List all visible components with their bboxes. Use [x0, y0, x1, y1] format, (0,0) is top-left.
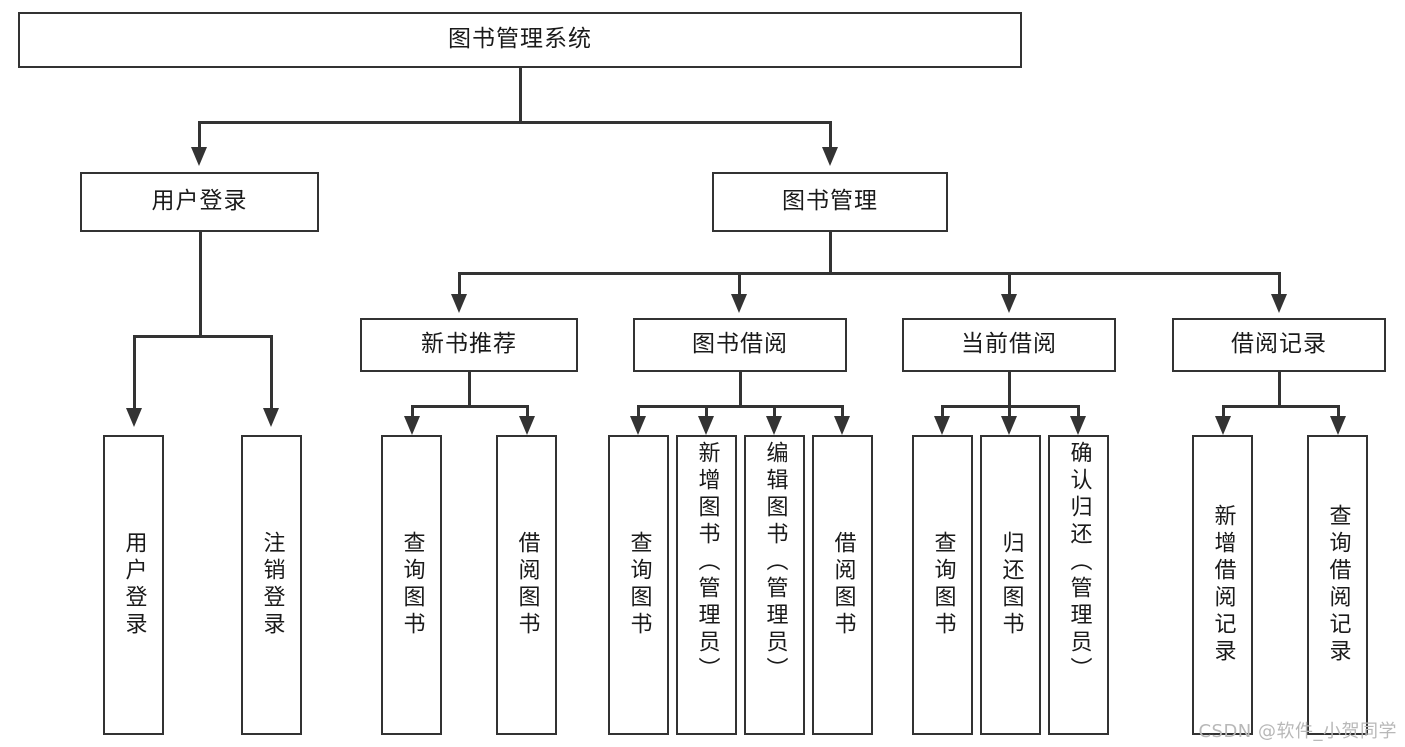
connector-user-login-stem	[199, 232, 202, 336]
node-current-borrow-label: 当前借阅	[961, 331, 1057, 358]
connector-nbr-drop-2	[526, 405, 529, 417]
node-root-label: 图书管理系统	[448, 26, 592, 53]
leaf-confirm-return-label: 确认归还（管理员）	[1066, 441, 1092, 684]
arrowhead-leaf-borrow-book-2	[834, 416, 850, 435]
leaf-add-record[interactable]: 新增借阅记录	[1192, 435, 1253, 735]
node-user-login[interactable]: 用户登录	[80, 172, 319, 232]
connector-user-login-drop-2	[270, 335, 273, 409]
arrowhead-leaf-user-login	[126, 408, 142, 427]
node-book-manage-label: 图书管理	[782, 188, 878, 215]
leaf-query-book-2-label: 查询图书	[626, 531, 652, 639]
arrowhead-leaf-query-book-2	[630, 416, 646, 435]
connector-book-manage-stem	[829, 232, 832, 273]
connector-nbr-drop-1	[411, 405, 414, 417]
node-root[interactable]: 图书管理系统	[18, 12, 1022, 68]
connector-user-login-drop-1	[133, 335, 136, 409]
arrowhead-user-login	[191, 147, 207, 166]
connector-book-manage-bus	[458, 272, 1280, 275]
arrowhead-leaf-return-book	[1001, 416, 1017, 435]
connector-nbr-stem	[468, 372, 471, 406]
arrowhead-new-book-recommend	[451, 294, 467, 313]
arrowhead-current-borrow	[1001, 294, 1017, 313]
leaf-edit-book[interactable]: 编辑图书（管理员）	[744, 435, 805, 735]
arrowhead-book-borrow	[731, 294, 747, 313]
connector-root-drop-right	[829, 121, 832, 148]
connector-root-stem	[519, 68, 522, 122]
leaf-query-book-1[interactable]: 查询图书	[381, 435, 442, 735]
arrowhead-book-manage	[822, 147, 838, 166]
leaf-query-book-3[interactable]: 查询图书	[912, 435, 973, 735]
connector-cb-drop-2	[1008, 405, 1011, 417]
leaf-user-logout[interactable]: 注销登录	[241, 435, 302, 735]
leaf-borrow-book-1[interactable]: 借阅图书	[496, 435, 557, 735]
node-user-login-label: 用户登录	[151, 188, 248, 215]
connector-cb-drop-3	[1077, 405, 1080, 417]
connector-user-login-bus	[133, 335, 272, 338]
leaf-confirm-return[interactable]: 确认归还（管理员）	[1048, 435, 1109, 735]
connector-bb-drop-4	[841, 405, 844, 417]
leaf-query-book-3-label: 查询图书	[930, 531, 956, 639]
connector-book-manage-drop-2	[738, 272, 741, 295]
arrowhead-leaf-edit-book	[766, 416, 782, 435]
arrowhead-leaf-query-record	[1330, 416, 1346, 435]
connector-bb-drop-1	[637, 405, 640, 417]
connector-root-drop-left	[198, 121, 201, 148]
arrowhead-borrow-record	[1271, 294, 1287, 313]
node-book-borrow-label: 图书借阅	[692, 331, 788, 358]
connector-br-drop-1	[1222, 405, 1225, 417]
arrowhead-leaf-borrow-book-1	[519, 416, 535, 435]
node-new-book-recommend-label: 新书推荐	[421, 331, 517, 358]
arrowhead-leaf-confirm-return	[1070, 416, 1086, 435]
leaf-add-book[interactable]: 新增图书（管理员）	[676, 435, 737, 735]
leaf-query-record-label: 查询借阅记录	[1325, 504, 1351, 666]
connector-book-manage-drop-1	[458, 272, 461, 295]
connector-bb-drop-2	[705, 405, 708, 417]
node-borrow-record[interactable]: 借阅记录	[1172, 318, 1386, 372]
node-borrow-record-label: 借阅记录	[1231, 331, 1327, 358]
connector-nbr-bus	[411, 405, 528, 408]
connector-cb-drop-1	[941, 405, 944, 417]
connector-bb-stem	[739, 372, 742, 406]
arrowhead-leaf-query-book-3	[934, 416, 950, 435]
leaf-query-book-1-label: 查询图书	[399, 531, 425, 639]
leaf-add-record-label: 新增借阅记录	[1210, 504, 1236, 666]
leaf-return-book-label: 归还图书	[998, 531, 1024, 639]
arrowhead-leaf-add-record	[1215, 416, 1231, 435]
leaf-user-logout-label: 注销登录	[259, 531, 285, 639]
node-book-borrow[interactable]: 图书借阅	[633, 318, 847, 372]
leaf-borrow-book-1-label: 借阅图书	[514, 531, 540, 639]
node-book-manage[interactable]: 图书管理	[712, 172, 948, 232]
leaf-user-login[interactable]: 用户登录	[103, 435, 164, 735]
connector-br-drop-2	[1337, 405, 1340, 417]
arrowhead-leaf-add-book	[698, 416, 714, 435]
leaf-borrow-book-2[interactable]: 借阅图书	[812, 435, 873, 735]
leaf-return-book[interactable]: 归还图书	[980, 435, 1041, 735]
connector-root-bus	[198, 121, 832, 124]
connector-bb-drop-3	[773, 405, 776, 417]
leaf-borrow-book-2-label: 借阅图书	[830, 531, 856, 639]
leaf-add-book-label: 新增图书（管理员）	[694, 441, 720, 684]
leaf-edit-book-label: 编辑图书（管理员）	[762, 441, 788, 684]
node-current-borrow[interactable]: 当前借阅	[902, 318, 1116, 372]
leaf-user-login-label: 用户登录	[121, 531, 147, 639]
connector-cb-stem	[1008, 372, 1011, 406]
arrowhead-leaf-user-logout	[263, 408, 279, 427]
connector-book-manage-drop-3	[1008, 272, 1011, 295]
leaf-query-record[interactable]: 查询借阅记录	[1307, 435, 1368, 735]
connector-br-stem	[1278, 372, 1281, 406]
connector-bb-bus	[637, 405, 843, 408]
connector-br-bus	[1222, 405, 1339, 408]
leaf-query-book-2[interactable]: 查询图书	[608, 435, 669, 735]
watermark: CSDN @软件_小贺同学	[1198, 721, 1397, 742]
arrowhead-leaf-query-book-1	[404, 416, 420, 435]
node-new-book-recommend[interactable]: 新书推荐	[360, 318, 578, 372]
connector-book-manage-drop-4	[1278, 272, 1281, 295]
